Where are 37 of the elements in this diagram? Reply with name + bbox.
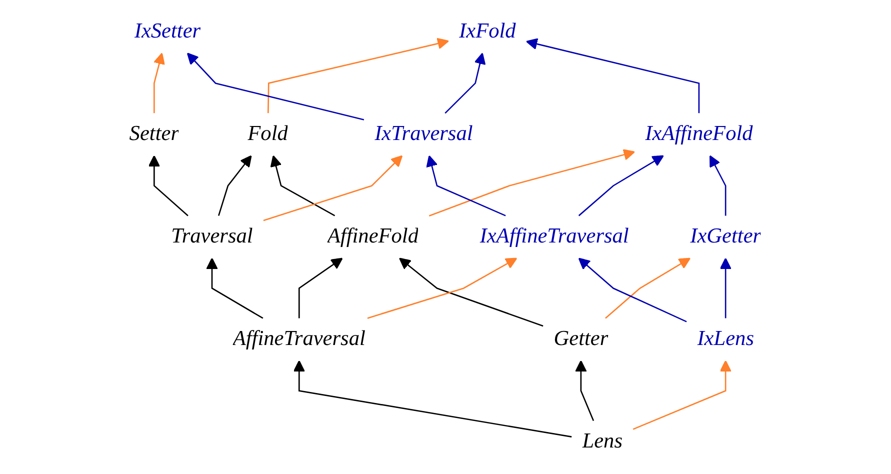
arrow: [720, 258, 732, 318]
node-text: IxTraversal: [374, 122, 474, 146]
arrow: [264, 155, 403, 222]
node-text: Setter: [130, 122, 180, 146]
arrow: [218, 155, 252, 216]
node-text: Getter: [554, 328, 608, 350]
arrow: [298, 258, 344, 318]
arrow: [578, 258, 688, 322]
node-text: AffineFold: [328, 225, 419, 248]
node-text: AffineTraversal: [233, 328, 366, 350]
node-text: Lens: [582, 430, 623, 453]
arrow: [633, 360, 732, 430]
node-text: IxSetter: [134, 20, 201, 43]
arrow: [270, 155, 336, 216]
arrow: [187, 52, 364, 120]
arrow: [368, 258, 518, 319]
arrow: [444, 52, 486, 114]
arrow: [710, 155, 727, 216]
arrow: [429, 149, 636, 216]
arrow: [294, 360, 572, 438]
arrow: [399, 258, 544, 327]
node-text: IxAffineTraversal: [480, 225, 630, 248]
node-text: IxFold: [459, 20, 516, 43]
node-text: Fold: [248, 122, 288, 146]
arrow: [575, 360, 594, 421]
node-text: IxAffineFold: [645, 122, 754, 146]
arrow: [578, 155, 664, 216]
node-text: IxLens: [697, 328, 754, 350]
arrow: [605, 258, 691, 319]
arrow: [526, 38, 700, 114]
arrow: [148, 155, 189, 216]
arrow: [426, 155, 506, 216]
arrow: [206, 258, 264, 319]
node-text: Traversal: [171, 225, 254, 248]
node-text: IxGetter: [690, 225, 762, 248]
arrow: [268, 38, 450, 114]
arrow: [154, 52, 166, 114]
